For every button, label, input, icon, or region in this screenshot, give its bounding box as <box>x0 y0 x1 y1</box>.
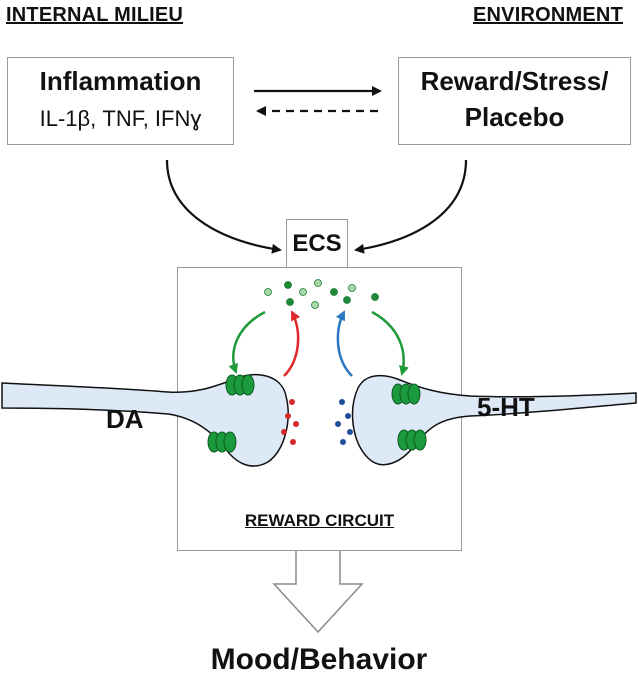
ht-to-ecs-arrow <box>335 310 353 377</box>
ht-neuron <box>351 374 637 466</box>
ecs-molecules <box>264 279 379 309</box>
reward-circuit-label: REWARD CIRCUIT <box>244 511 395 530</box>
da-receptor-bottom <box>207 431 237 453</box>
da-vesicles <box>281 399 299 445</box>
environment-header: ENVIRONMENT <box>473 4 623 26</box>
da-receptor-top <box>225 374 255 396</box>
environment-to-ecs-arrow <box>354 159 468 254</box>
da-label: DA <box>106 404 144 434</box>
ecs-to-ht-arrow <box>371 310 409 376</box>
ht-receptor-top <box>391 383 421 405</box>
da-to-ecs-arrow <box>283 310 301 377</box>
ht-receptor-bottom <box>397 429 427 451</box>
ecs-box: ECS <box>286 219 348 268</box>
output-arrow <box>272 551 364 634</box>
environment-line1: Reward/Stress/ <box>420 66 609 96</box>
inflammation-title: Inflammation <box>39 66 202 96</box>
environment-box: Reward/Stress/ Placebo <box>398 57 631 145</box>
environment-line2: Placebo <box>464 102 565 132</box>
cytokines-list: IL-1β, TNF, IFNɣ <box>39 106 202 131</box>
mood-behavior-label: Mood/Behavior <box>210 643 428 676</box>
inflammation-to-ecs-arrow <box>165 159 282 254</box>
internal-milieu-header: INTERNAL MILIEU <box>6 4 184 26</box>
inflammation-box: Inflammation IL-1β, TNF, IFNɣ <box>7 57 234 145</box>
ecs-to-da-arrow <box>228 310 266 374</box>
ht-label: 5-HT <box>477 392 535 422</box>
ecs-label: ECS <box>292 230 342 257</box>
ht-vesicles <box>335 399 353 445</box>
